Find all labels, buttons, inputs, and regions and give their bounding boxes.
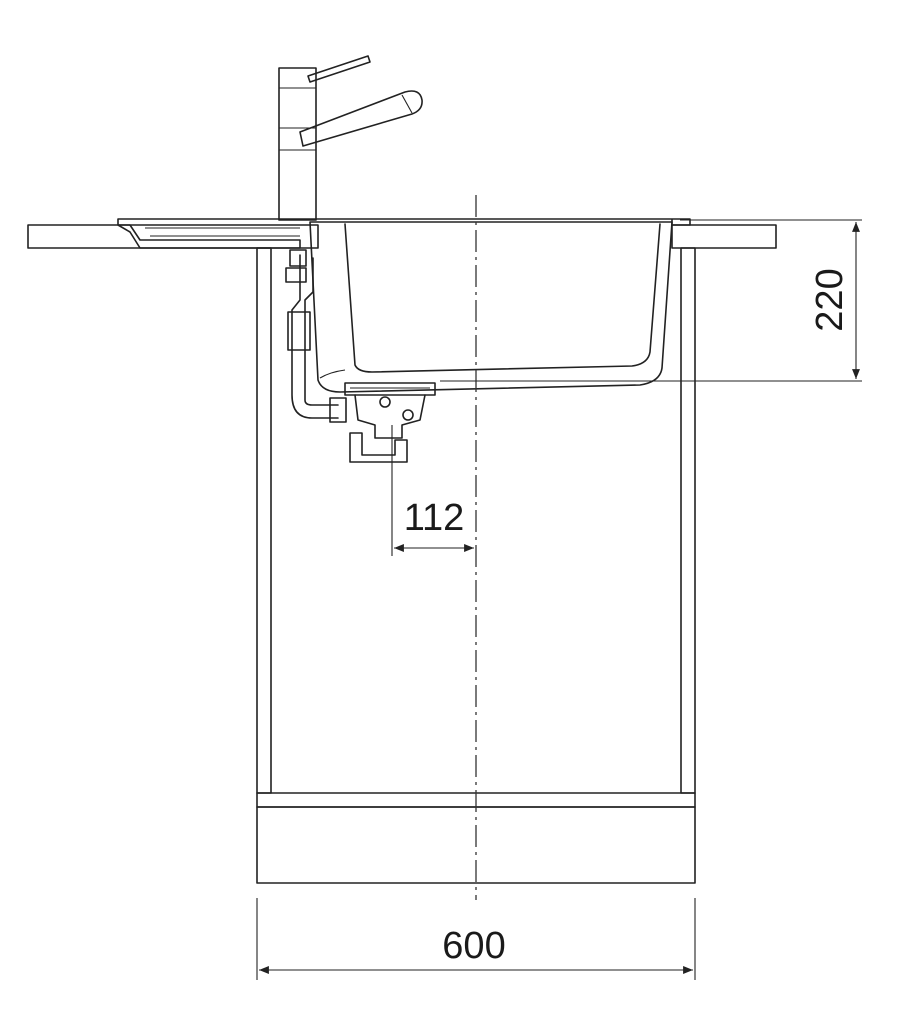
drain-offset-dimension-label: 112 xyxy=(404,497,465,539)
height-dimension-label: 220 xyxy=(809,268,851,331)
drain-offset-dimension: 112 xyxy=(391,425,474,556)
countertop-right xyxy=(671,224,777,249)
cabinet-left-wall xyxy=(256,247,272,794)
cabinet-right-wall xyxy=(680,247,696,794)
width-dimension-label: 600 xyxy=(442,925,505,967)
faucet-column xyxy=(278,67,317,221)
width-dimension: 600 xyxy=(256,898,696,980)
sink-drainboard xyxy=(117,218,691,249)
drain-flange xyxy=(344,382,436,396)
faucet xyxy=(278,55,423,221)
faucet-lever xyxy=(307,55,371,83)
sink xyxy=(117,218,691,463)
siphon xyxy=(349,432,408,463)
faucet-spout xyxy=(299,90,423,147)
drain-body xyxy=(354,394,426,439)
sink-bowl-inner xyxy=(344,223,661,373)
overflow-pipe xyxy=(291,254,339,419)
sink-bowl-outer xyxy=(309,221,673,393)
height-dimension: 220 xyxy=(440,219,862,382)
countertop xyxy=(27,224,777,249)
